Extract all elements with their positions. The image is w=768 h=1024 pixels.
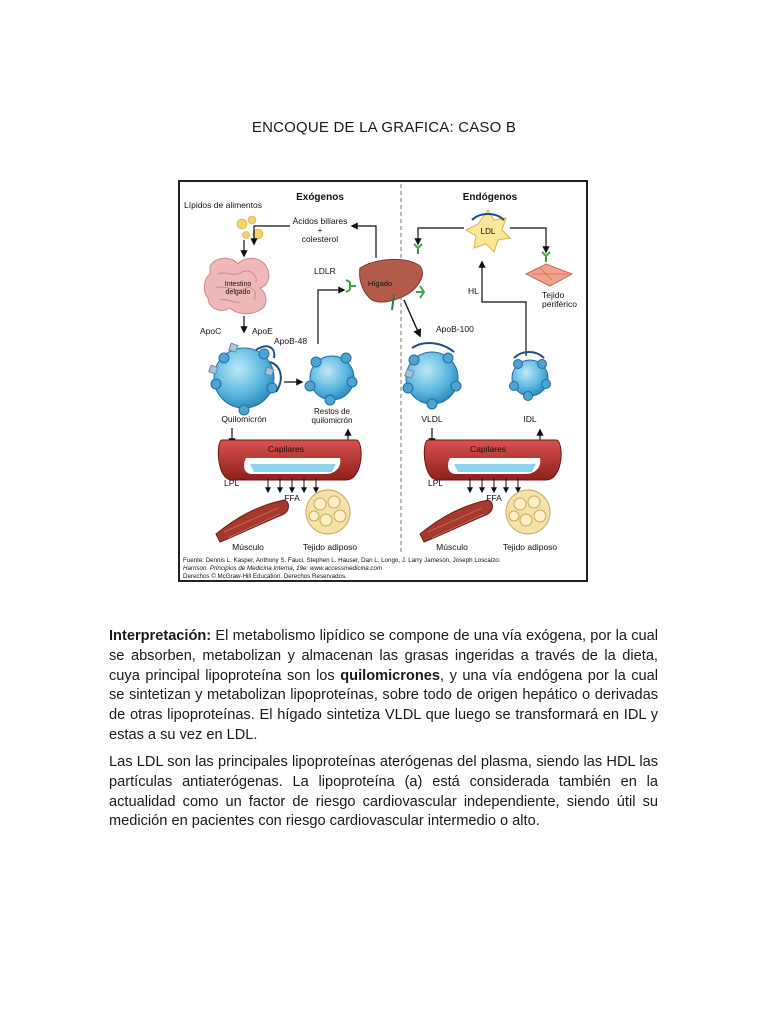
ldl-hdl-paragraph: Las LDL son las principales lipoproteína… [109,754,658,830]
lpl-label-left: LPL [224,478,239,488]
interpretation-text-b: , y una vía endógena por la cual se sint… [109,667,658,743]
ffa-arrows-left [265,478,319,494]
ldl-receptor-right [413,243,423,254]
lipid-droplets [236,215,264,240]
exogenous-heading: Exógenos [296,192,344,203]
capillary-left [217,439,362,481]
ldlr-label: LDLR [314,266,336,276]
lipid-metabolism-figure: Exógenos Endógenos Lípidos de alimentos … [178,180,588,582]
vldl-particle [402,342,462,410]
source-line-1: Fuente: Dennis L. Kasper, Anthony S. Fau… [183,557,501,564]
muscle-label-right: Músculo [436,542,468,552]
peripheral-tissue-label-1: Tejido [542,290,564,300]
page-title: ENCOQUE DE LA GRAFICA: CASO B [251,119,517,136]
apob48-label: ApoB-48 [274,336,307,346]
source-line-2: Harrison. Principios de Medicina Interna… [183,565,382,572]
idl-particle [509,351,551,401]
capillaries-label-right: Capilares [470,444,506,454]
interpretation-text-a: El metabolismo lipídico se compone de un… [109,628,658,684]
interpretation-paragraph: Interpretación: El metabolismo lipídico … [109,627,658,746]
interpretation-keyword: quilomicrones [340,667,440,684]
ffa-arrows-right [467,478,521,494]
ffa-label-right: FFA [486,493,502,503]
hepatic-receptor [416,285,426,299]
bile-acids-label-3: colesterol [302,234,338,244]
apob100-label: ApoB-100 [436,324,474,334]
adipose-label-right: Tejido adiposo [503,542,558,552]
ffa-label-left: FFA [284,493,300,503]
lpl-label-right: LPL [428,478,443,488]
muscle-left [215,499,289,543]
capillaries-label-left: Capilares [268,444,304,454]
adipose-label-left: Tejido adiposo [303,542,358,552]
peripheral-tissue-label-2: periférico [542,299,577,309]
capillary-right [423,439,562,481]
liver-label: Hígado [368,279,392,288]
remnant-label-1: Restos de [314,407,351,416]
hl-label: HL [468,286,479,296]
bile-acids-label-2: + [318,225,323,235]
adipose-right [505,489,551,535]
dietary-lipids-label: Lípidos de alimentos [184,200,262,210]
adipose-left [305,489,351,535]
intestine-label-1: Intestino [225,281,252,288]
source-line-3: Derechos © McGraw-Hill Education. Derech… [183,573,347,580]
chylomicron-particle [208,342,282,416]
chylomicron-label: Quilomicrón [221,414,267,424]
endogenous-heading: Endógenos [463,192,518,203]
ldl-star [464,209,512,253]
liver-shape [359,258,423,311]
ldlr-receptor [345,279,356,293]
ldl-label: LDL [481,227,496,236]
peripheral-tissue [524,263,574,287]
intestine-label-2: delgado [226,289,251,296]
bile-acids-label-1: Ácidos biliares [293,216,348,226]
muscle-right [419,499,493,543]
interpretation-lead: Interpretación: [109,628,212,644]
muscle-label-left: Músculo [232,542,264,552]
apoc-label: ApoC [200,326,221,336]
chylomicron-remnant-particle [304,352,358,406]
remnant-label-2: quilomicrón [312,416,353,425]
idl-label: IDL [523,414,537,424]
intestine-shape [203,257,270,315]
vldl-label: VLDL [421,414,443,424]
apoe-label: ApoE [252,326,273,336]
lipid-metabolism-diagram: Exógenos Endógenos Lípidos de alimentos … [183,184,577,580]
peripheral-receptor [541,251,551,262]
